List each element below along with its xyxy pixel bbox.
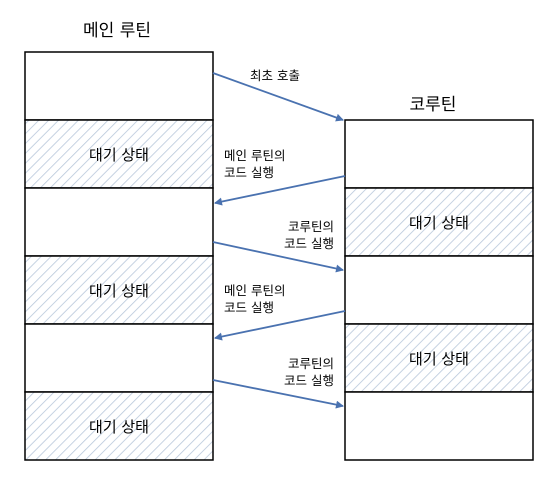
main-block-run	[24, 51, 214, 121]
arrow-label-line2: 코드 실행	[284, 373, 334, 388]
arrow-labels: 최초 호출 메인 루틴의 코드 실행 코루틴의 코드 실행 메인 루틴의 코드 …	[224, 68, 334, 388]
transfer-arrows	[212, 72, 346, 409]
coroutine-block-run	[344, 255, 534, 325]
arrow-to-main	[214, 310, 346, 341]
main-block-run	[24, 323, 214, 393]
main-routine-column: 대기 상태 대기 상태 대기 상태	[24, 51, 214, 461]
arrow-to-coroutine	[212, 72, 344, 122]
main-wait-label: 대기 상태	[89, 282, 149, 300]
main-block-wait	[24, 255, 214, 325]
coroutine-block-run	[344, 391, 534, 461]
coroutine-column: 대기 상태 대기 상태	[344, 119, 534, 461]
main-routine-title: 메인 루틴	[83, 21, 151, 41]
arrow-label-line1: 메인 루틴의	[224, 148, 285, 163]
arrow-to-coroutine	[212, 241, 344, 273]
main-wait-label: 대기 상태	[89, 418, 149, 436]
arrow-label-line1: 코루틴의	[288, 356, 334, 371]
main-block-run	[24, 187, 214, 257]
arrow-label-line1: 메인 루틴의	[224, 283, 285, 298]
arrow-label-line1: 코루틴의	[288, 219, 334, 234]
coroutine-wait-label: 대기 상태	[409, 350, 469, 368]
arrow-to-coroutine	[212, 379, 344, 409]
main-block-wait	[24, 391, 214, 461]
coroutine-title: 코루틴	[410, 95, 457, 115]
arrow-to-main	[214, 175, 346, 206]
coroutine-wait-label: 대기 상태	[409, 214, 469, 232]
coroutine-block-run	[344, 119, 534, 189]
coroutine-block-wait	[344, 187, 534, 257]
main-wait-label: 대기 상태	[89, 146, 149, 164]
arrow-label-line2: 코드 실행	[284, 236, 334, 251]
arrow-label-first-call: 최초 호출	[250, 68, 300, 83]
arrow-label-line2: 코드 실행	[224, 165, 274, 180]
arrow-label-line2: 코드 실행	[224, 300, 274, 315]
main-block-wait	[24, 119, 214, 189]
